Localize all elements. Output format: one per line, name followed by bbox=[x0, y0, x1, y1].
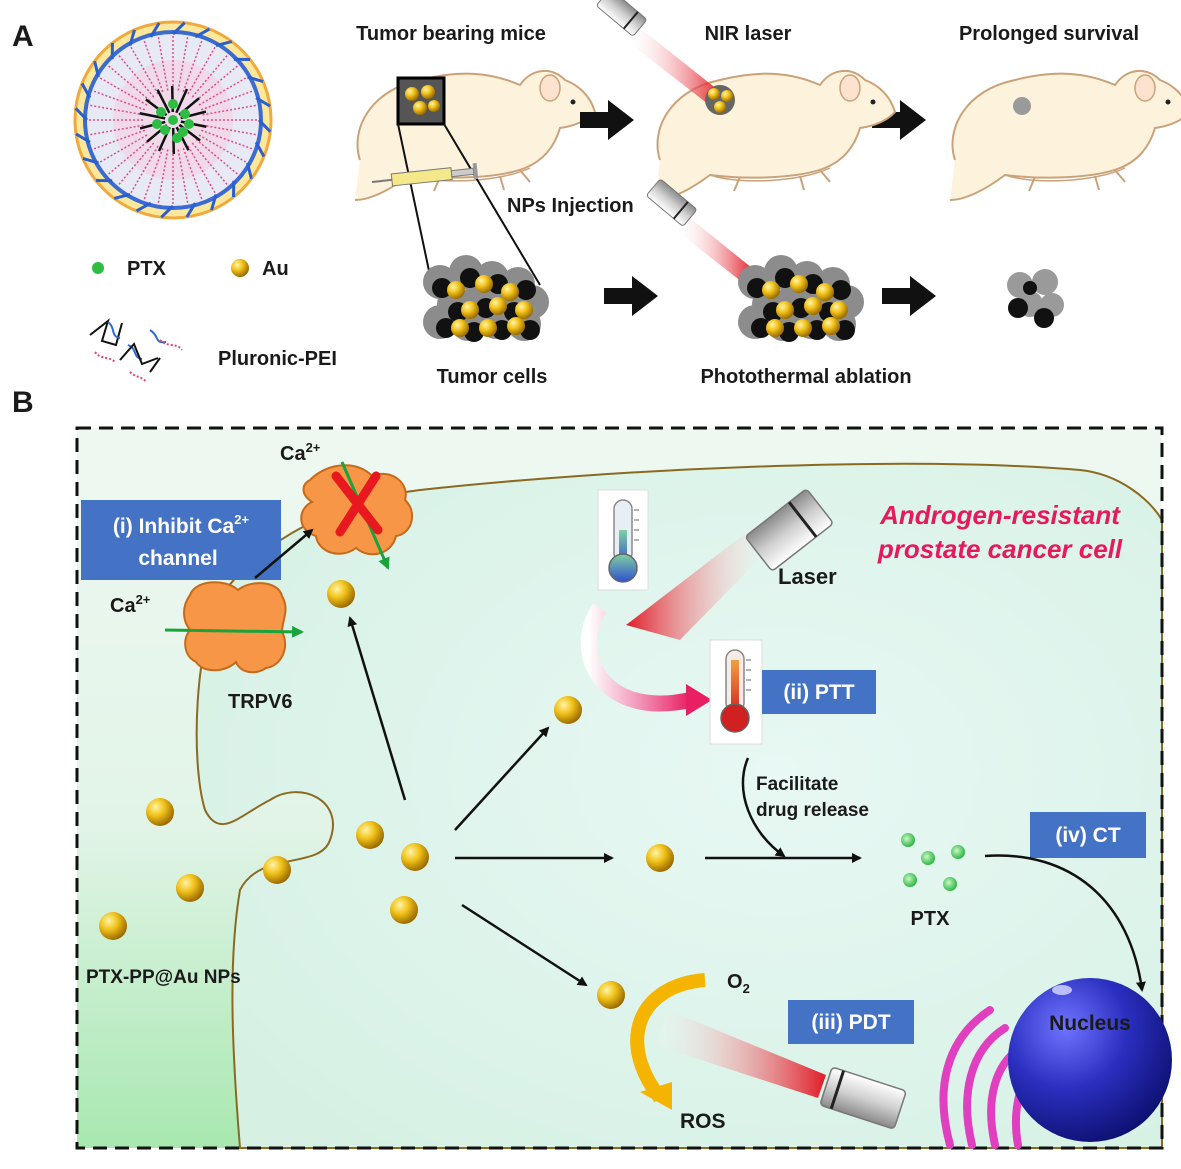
gold-np bbox=[176, 874, 204, 902]
flow-arrow bbox=[872, 100, 926, 140]
ct-arrow bbox=[984, 854, 1146, 992]
ca-top-label: Ca2+ bbox=[280, 440, 321, 465]
nucleus bbox=[1008, 978, 1172, 1142]
nps-label: PTX-PP@Au NPs bbox=[86, 967, 241, 988]
facilitate-arrow bbox=[741, 757, 786, 858]
flow-arrow bbox=[882, 276, 936, 316]
gold-np bbox=[390, 896, 418, 924]
micelle-icon bbox=[73, 20, 273, 220]
panel-a-letter: A bbox=[12, 20, 34, 53]
gold-np bbox=[327, 580, 355, 608]
panel-b-letter: B bbox=[12, 386, 34, 419]
ct-label: (iv) CT bbox=[1055, 824, 1121, 847]
nps-injection-label: NPs Injection bbox=[507, 195, 634, 217]
au-legend-label: Au bbox=[262, 258, 289, 280]
endoplasmic-reticulum bbox=[939, 1006, 1039, 1149]
ptt-laser-beam bbox=[626, 526, 772, 640]
ptx-molecules bbox=[901, 833, 965, 891]
flow-arrow bbox=[580, 100, 634, 140]
laser-label: Laser bbox=[778, 564, 837, 589]
zoom-line-right bbox=[443, 123, 541, 286]
pdt-cycle-arrowhead bbox=[640, 1082, 672, 1110]
title-nir-laser: NIR laser bbox=[705, 23, 792, 45]
pdt-box bbox=[788, 1000, 914, 1044]
arrow-to-channel bbox=[347, 616, 407, 801]
pdt-laser-beam bbox=[655, 1010, 826, 1098]
pdt-cycle-arc bbox=[630, 973, 706, 1103]
inhibition-x-icon bbox=[331, 471, 383, 537]
inhibit-ca-channel-line1: (i) Inhibit Ca2+ bbox=[113, 512, 250, 538]
inhibit-arrow bbox=[254, 528, 314, 579]
syringe-icon bbox=[371, 162, 479, 187]
ptt-heating-arc bbox=[580, 603, 692, 712]
ptx-legend-label: PTX bbox=[127, 258, 167, 280]
nir-beam-ablation bbox=[678, 218, 752, 282]
gold-np bbox=[263, 856, 291, 884]
tumor-cells-label: Tumor cells bbox=[437, 366, 548, 388]
ptt-laser-device bbox=[745, 489, 833, 571]
thermometer-cool-icon bbox=[597, 489, 649, 591]
thermometer-hot-icon bbox=[709, 639, 763, 745]
ct-box bbox=[1030, 812, 1146, 858]
arrow-to-pdt bbox=[461, 903, 588, 987]
gold-np bbox=[646, 844, 674, 872]
facilitate-line1: Facilitate bbox=[756, 774, 838, 795]
shrunk-tumor bbox=[1013, 97, 1031, 115]
inhibit-ca-channel-line2: channel bbox=[138, 547, 217, 570]
remnant-cells-cluster bbox=[1007, 269, 1064, 328]
trpv6-channel bbox=[183, 581, 287, 674]
cell-type-line1: Androgen-resistant bbox=[879, 500, 1121, 530]
facilitate-line2: drug release bbox=[756, 800, 869, 821]
polymer-legend-label: Pluronic-PEI bbox=[218, 348, 337, 370]
ca-left-label: Ca2+ bbox=[110, 592, 151, 617]
title-tumor-bearing-mice: Tumor bearing mice bbox=[356, 23, 546, 45]
gold-np bbox=[356, 821, 384, 849]
ptt-box bbox=[762, 670, 876, 714]
o2-label: O2 bbox=[727, 971, 750, 996]
tumor-cells-cluster bbox=[423, 255, 549, 342]
tumor-gold-cluster-mouse2 bbox=[705, 85, 735, 115]
nucleus-label: Nucleus bbox=[1049, 1012, 1131, 1035]
ptx-legend-dot bbox=[92, 262, 104, 274]
ptt-heating-arrowhead bbox=[686, 684, 712, 716]
nucleus-highlight bbox=[1052, 985, 1072, 995]
gold-np bbox=[401, 843, 429, 871]
polymer-legend-icon bbox=[89, 318, 183, 383]
photothermal-ablation-label: Photothermal ablation bbox=[700, 366, 911, 388]
pdt-laser-device bbox=[820, 1067, 907, 1129]
trpv6-label: TRPV6 bbox=[228, 691, 292, 713]
zoom-line-left bbox=[397, 123, 433, 286]
gold-np bbox=[597, 981, 625, 1009]
tumor-gold-cluster-small bbox=[405, 85, 440, 115]
ptt-label: (ii) PTT bbox=[783, 681, 854, 704]
ptx-label: PTX bbox=[911, 908, 951, 930]
arrow-to-ptt bbox=[454, 726, 550, 831]
flow-arrow bbox=[604, 276, 658, 316]
pdt-label: (iii) PDT bbox=[811, 1011, 890, 1034]
au-legend-dot bbox=[231, 259, 249, 277]
title-prolonged-survival: Prolonged survival bbox=[959, 23, 1139, 45]
inhibit-ca-channel-box bbox=[81, 500, 281, 580]
ros-label: ROS bbox=[680, 1110, 726, 1133]
gold-np bbox=[146, 798, 174, 826]
mouse-survival bbox=[949, 69, 1181, 201]
nir-beam-top bbox=[628, 28, 718, 104]
gold-np bbox=[99, 912, 127, 940]
gold-np bbox=[554, 696, 582, 724]
ablation-cells-cluster bbox=[738, 255, 864, 342]
cell-type-line2: prostate cancer cell bbox=[877, 534, 1123, 564]
ca-influx-arrow bbox=[164, 625, 304, 638]
